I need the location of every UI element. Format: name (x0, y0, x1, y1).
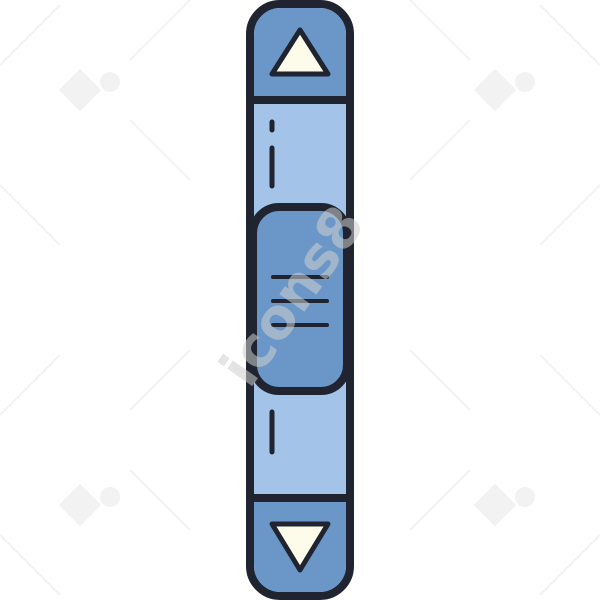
triangle-up-icon (269, 27, 331, 77)
scrollbar[interactable] (246, 0, 354, 600)
grip-lines-icon (271, 275, 329, 327)
triangle-down-icon (269, 521, 331, 573)
scrollbar-thumb[interactable] (249, 203, 351, 395)
